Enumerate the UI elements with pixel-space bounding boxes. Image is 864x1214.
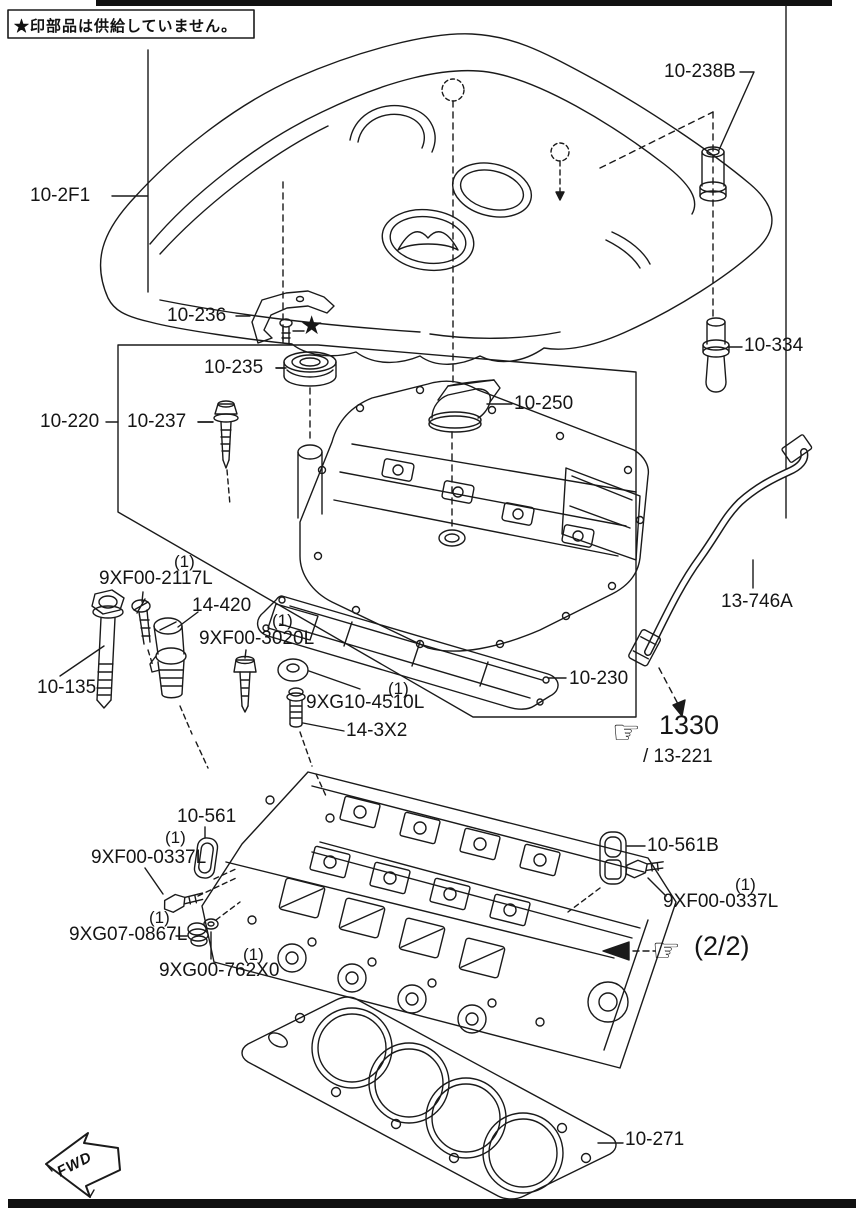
seal-plate-left-drawing	[193, 826, 239, 880]
label-bolt-0337l-left: 9XF00-0337L	[91, 847, 207, 868]
oil-control-valve-drawing	[149, 611, 209, 769]
label-cylinder-head-cover: 10-220	[40, 411, 100, 432]
label-ventilation-hose: 13-746A	[721, 591, 793, 612]
label-washer-762x0: 9XG00-762X0	[159, 960, 280, 981]
label-bolt-0337l-right: 9XF00-0337L	[663, 891, 779, 912]
supply-note: ★印部品は供給していません。	[14, 18, 238, 35]
cover-assembly-box	[105, 344, 637, 718]
screw-2117l-drawing	[131, 591, 154, 667]
bolt-0337l-left-drawing	[144, 867, 237, 913]
label-grommet: 10-238B	[664, 61, 736, 82]
label-leader-lines	[111, 49, 287, 423]
bolt-0337l-right-drawing	[625, 859, 667, 897]
pointing-hand-icon: ☞	[612, 714, 641, 750]
label-engine-cover: 10-2F1	[30, 185, 91, 206]
label-oil-filler-cap: 10-250	[514, 393, 574, 414]
washer-762x0-drawing	[203, 918, 219, 960]
star-icon: ★	[300, 310, 324, 340]
label-head-gasket: 10-271	[625, 1129, 685, 1150]
label-ventilation-valve: 10-334	[744, 335, 804, 356]
ventilation-hose-drawing	[628, 434, 813, 717]
fwd-arrow-icon	[45, 1132, 121, 1198]
stud-3x2-drawing	[286, 687, 345, 797]
cover-gasket-drawing	[257, 595, 567, 710]
qty-plug-0867l: (1)	[149, 908, 170, 927]
engine-cover-drawing	[99, 33, 773, 386]
label-head-bolt: 10-135	[37, 677, 97, 698]
qty-screw-2117l: (1)	[174, 552, 195, 571]
ventilation-valve-drawing	[702, 317, 743, 393]
label-screw-2117l: 9XF00-2117L	[99, 568, 213, 589]
label-see-ref: 1330	[659, 710, 720, 740]
label-bracket: 10-236	[167, 305, 227, 326]
label-filler-cap-seal: 10-235	[204, 357, 264, 378]
label-oil-control-valve: 14-420	[192, 595, 252, 616]
grommet-drawing	[599, 71, 755, 319]
label-cover-gasket: 10-230	[569, 668, 629, 689]
label-seal-plate: 10-561	[177, 806, 237, 827]
head-bolt-drawing	[59, 589, 125, 709]
pointing-hand-icon: ☞	[652, 932, 681, 968]
qty-spacer-4510l: (1)	[388, 679, 409, 698]
filler-seal-drawing	[275, 351, 337, 441]
head-gasket-drawing	[241, 996, 624, 1200]
label-seal-plate-b: 10-561B	[647, 835, 719, 856]
valve-cover-drawing	[297, 380, 650, 652]
label-spacer-4510l: 9XG10-4510L	[306, 692, 425, 713]
bolt-3020l-drawing	[233, 649, 257, 713]
qty-bolt-0337l-left: (1)	[165, 828, 186, 847]
cover-bolt-drawing	[197, 400, 239, 506]
page-frame	[7, 0, 856, 1208]
label-bolt-3020l: 9XF00-3020L	[199, 628, 315, 649]
spacer-4510l-drawing	[277, 658, 361, 690]
qty-bolt-0337l-right: (1)	[735, 875, 756, 894]
plug-0867l-drawing	[175, 901, 241, 947]
oil-filler-cap-drawing	[428, 379, 513, 529]
label-cover-bolt: 10-237	[127, 411, 187, 432]
label-see-ref-sub: / 13-221	[643, 746, 713, 767]
cylinder-head-drawing	[201, 771, 677, 1069]
qty-bolt-3020l: (1)	[272, 611, 293, 630]
label-plug-0867l: 9XG07-0867L	[69, 924, 188, 945]
qty-washer-762x0: (1)	[243, 945, 264, 964]
page-ref-arrow	[602, 941, 656, 961]
seal-plate-right-drawing	[567, 831, 646, 913]
bracket-drawing	[235, 290, 335, 344]
label-stud-3x2: 14-3X2	[346, 720, 408, 741]
label-page-ref: (2/2)	[694, 931, 750, 961]
